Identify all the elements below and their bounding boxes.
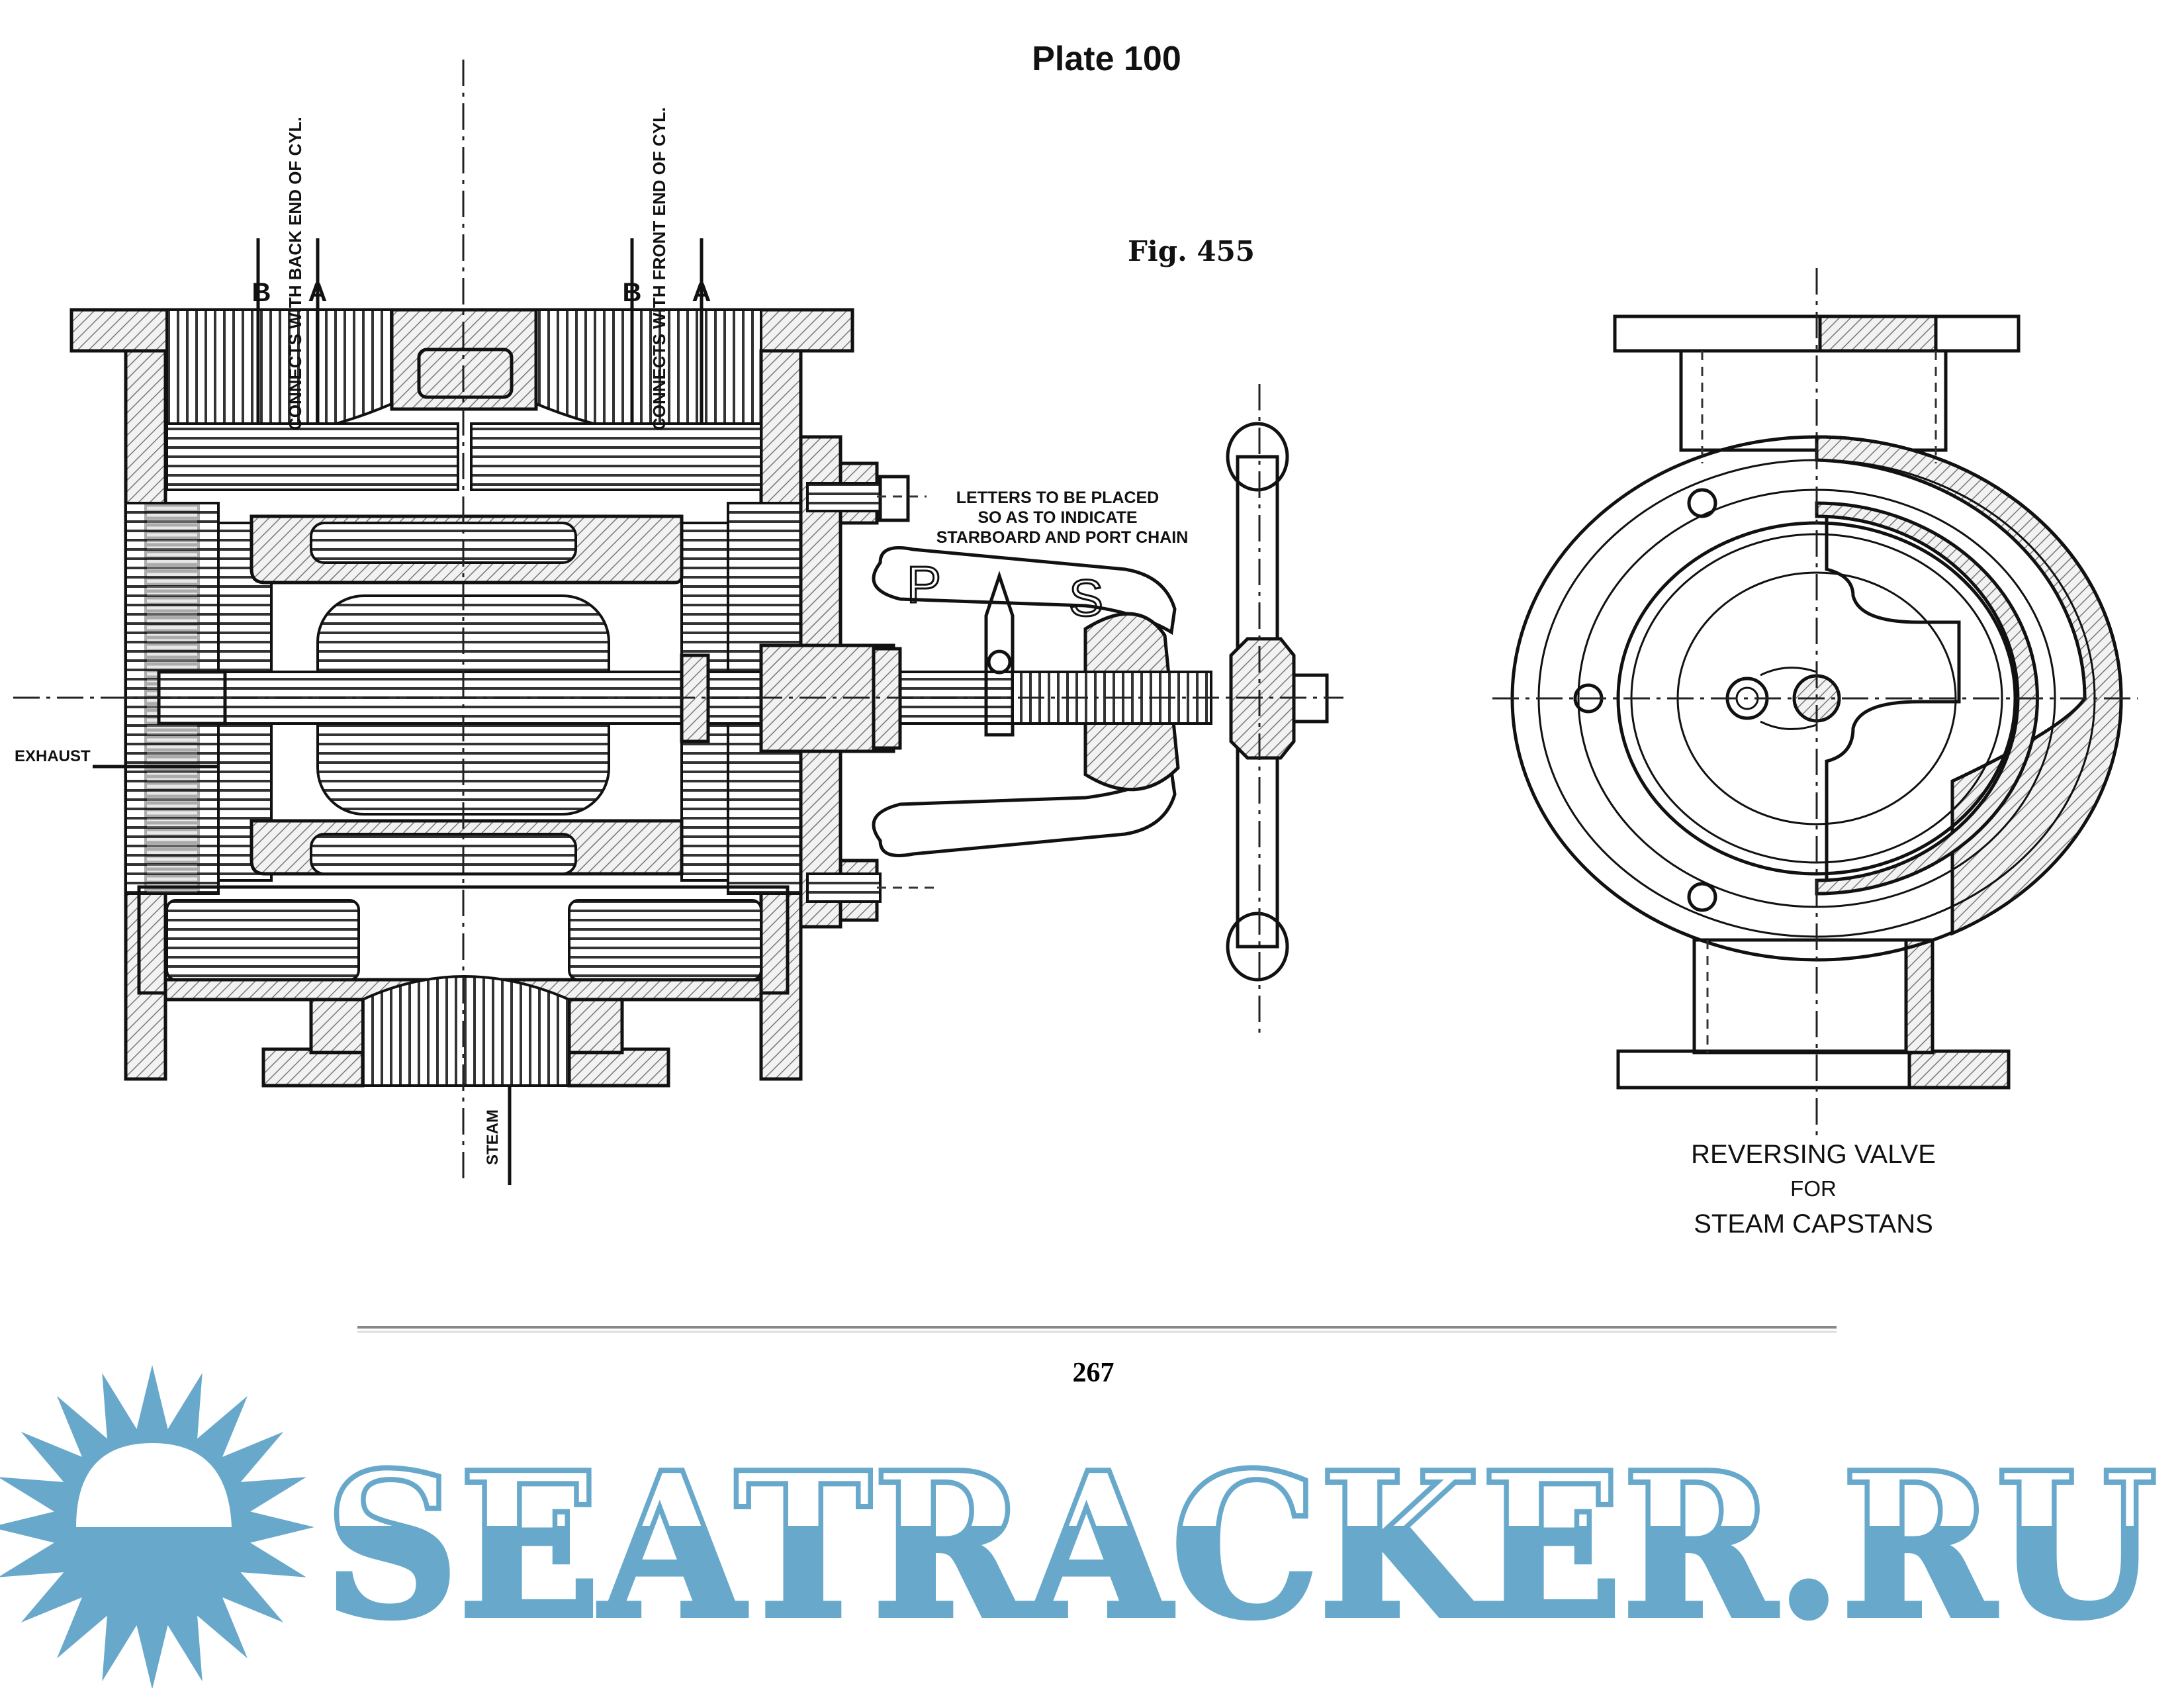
front-port-label: CONNECTS WITH FRONT END OF CYL. xyxy=(649,107,669,430)
caption-line-3: STEAM CAPSTANS xyxy=(1694,1209,1933,1239)
figure-number: Fig. 455 xyxy=(1128,235,1255,267)
steam-inlet-port xyxy=(361,975,570,1087)
port-letter-p: P xyxy=(907,555,941,614)
sun-half-cutout xyxy=(76,1443,232,1527)
side-section-view: B A B A CONNECTS WITH BACK END OF CYL. C… xyxy=(13,60,1343,1185)
bottom-flange-left xyxy=(261,1047,365,1088)
end-view: REVERSING VALVE FOR STEAM CAPSTANS xyxy=(1492,268,2138,1239)
sun-icon xyxy=(0,1365,314,1688)
upper-valve-face xyxy=(310,522,577,564)
upper-chamber-left xyxy=(165,422,459,491)
stuffing-box xyxy=(759,643,895,753)
handwheel-rim-bottom xyxy=(1226,912,1289,982)
back-port-label: CONNECTS WITH BACK END OF CYL. xyxy=(285,117,305,430)
bottom-neck-left xyxy=(309,998,366,1055)
end-bottom-neck xyxy=(1692,938,1921,1055)
lower-chamber-left xyxy=(165,899,360,981)
end-bottom-flange-section xyxy=(1907,1049,2011,1090)
upper-port-back xyxy=(165,308,393,442)
page-number: 267 xyxy=(1073,1358,1115,1388)
bottom-flange-right xyxy=(567,1047,670,1088)
port-a-label-front: A xyxy=(692,278,711,307)
stud-bottom xyxy=(806,872,882,903)
note-line-1: LETTERS TO BE PLACED xyxy=(956,489,1160,507)
note-line-3: STARBOARD AND PORT CHAIN xyxy=(936,528,1189,547)
caption-line-1: REVERSING VALVE xyxy=(1691,1140,1936,1169)
lower-valve-face xyxy=(310,833,577,875)
bolt-hole-top xyxy=(1687,488,1717,518)
bracket-upper-arm xyxy=(872,546,1177,635)
crank-arm xyxy=(1760,667,1817,730)
lower-chamber-right xyxy=(568,899,762,981)
plate-title: Plate 100 xyxy=(1032,40,1181,78)
upper-chamber-right xyxy=(470,422,762,491)
upper-port-front xyxy=(535,308,762,442)
watermark-fill: SEATRACKER.RU xyxy=(324,1429,2158,1662)
valve-web xyxy=(1825,516,1961,880)
watermark-outline: SEATRACKER.RU xyxy=(324,1429,2158,1662)
stud-top xyxy=(806,482,882,512)
pointer-nut xyxy=(987,649,1012,675)
watermark-text: SEATRACKER.RU SEATRACKER.RU xyxy=(322,1426,2160,1665)
bottom-neck-right xyxy=(567,998,624,1055)
end-bottom-neck-section xyxy=(1904,938,1934,1055)
nut-top xyxy=(878,475,910,522)
watermark-logo: SEATRACKER.RU SEATRACKER.RU xyxy=(0,1365,2160,1688)
caption-line-2: FOR xyxy=(1790,1176,1837,1201)
bolt-hole-bottom xyxy=(1687,882,1717,912)
steam-label: STEAM xyxy=(484,1109,502,1165)
note-line-2: SO AS TO INDICATE xyxy=(978,508,1137,527)
port-b-label-back: B xyxy=(252,278,271,307)
starboard-letter-s: S xyxy=(1069,569,1103,627)
port-a-label-back: A xyxy=(308,278,328,307)
port-b-label-front: B xyxy=(623,278,642,307)
lower-body xyxy=(137,885,790,995)
exhaust-label: EXHAUST xyxy=(15,747,91,765)
bridge-opening xyxy=(417,348,514,399)
end-top-flange-section xyxy=(1818,314,1938,353)
end-top-neck xyxy=(1679,349,1948,452)
handwheel-rim-top xyxy=(1226,422,1289,492)
